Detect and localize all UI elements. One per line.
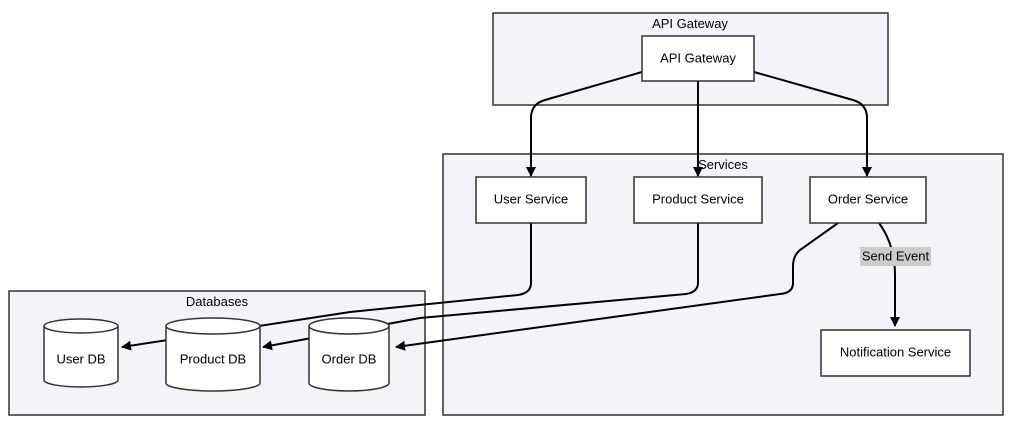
product-db-cylinder-top xyxy=(165,317,261,335)
cluster-api-gateway-title: API Gateway xyxy=(652,16,728,31)
edge-product-service-to-product-db xyxy=(262,223,699,351)
node-user-service-label: User Service xyxy=(494,191,568,206)
node-product-service: Product Service xyxy=(633,176,763,224)
user-db-cylinder-body xyxy=(43,326,119,388)
edge-label-send-event: Send Event xyxy=(860,247,931,266)
node-order-service: Order Service xyxy=(809,176,927,224)
node-user-service: User Service xyxy=(475,176,587,224)
node-order-db: Order DB xyxy=(308,317,390,392)
node-product-db-label: Product DB xyxy=(180,351,246,366)
node-product-db: Product DB xyxy=(165,317,261,392)
node-user-db-label: User DB xyxy=(56,351,105,366)
cluster-api-gateway: API Gateway xyxy=(492,12,889,106)
node-order-db-label: Order DB xyxy=(322,351,377,366)
order-db-cylinder-top xyxy=(308,317,390,335)
edge-user-service-to-user-db xyxy=(121,223,532,351)
node-user-db: User DB xyxy=(43,318,119,388)
send-event-label: Send Event xyxy=(862,248,930,263)
edge-order-service-to-order-db xyxy=(395,222,839,351)
cluster-databases-title: Databases xyxy=(186,294,249,309)
product-db-cylinder-body xyxy=(165,326,261,392)
node-api-gateway-label: API Gateway xyxy=(660,50,736,65)
user-db-cylinder-top xyxy=(43,318,119,334)
node-notification-service: Notification Service xyxy=(820,329,971,377)
order-db-cylinder-body xyxy=(308,326,390,392)
edge-gateway-to-order-service xyxy=(753,71,872,177)
edge-gateway-to-user-service xyxy=(526,71,643,177)
node-product-service-label: Product Service xyxy=(652,191,744,206)
node-notification-service-label: Notification Service xyxy=(840,344,951,359)
node-api-gateway: API Gateway xyxy=(641,35,755,82)
cluster-services-title: Services xyxy=(698,157,748,172)
node-order-service-label: Order Service xyxy=(828,191,908,206)
